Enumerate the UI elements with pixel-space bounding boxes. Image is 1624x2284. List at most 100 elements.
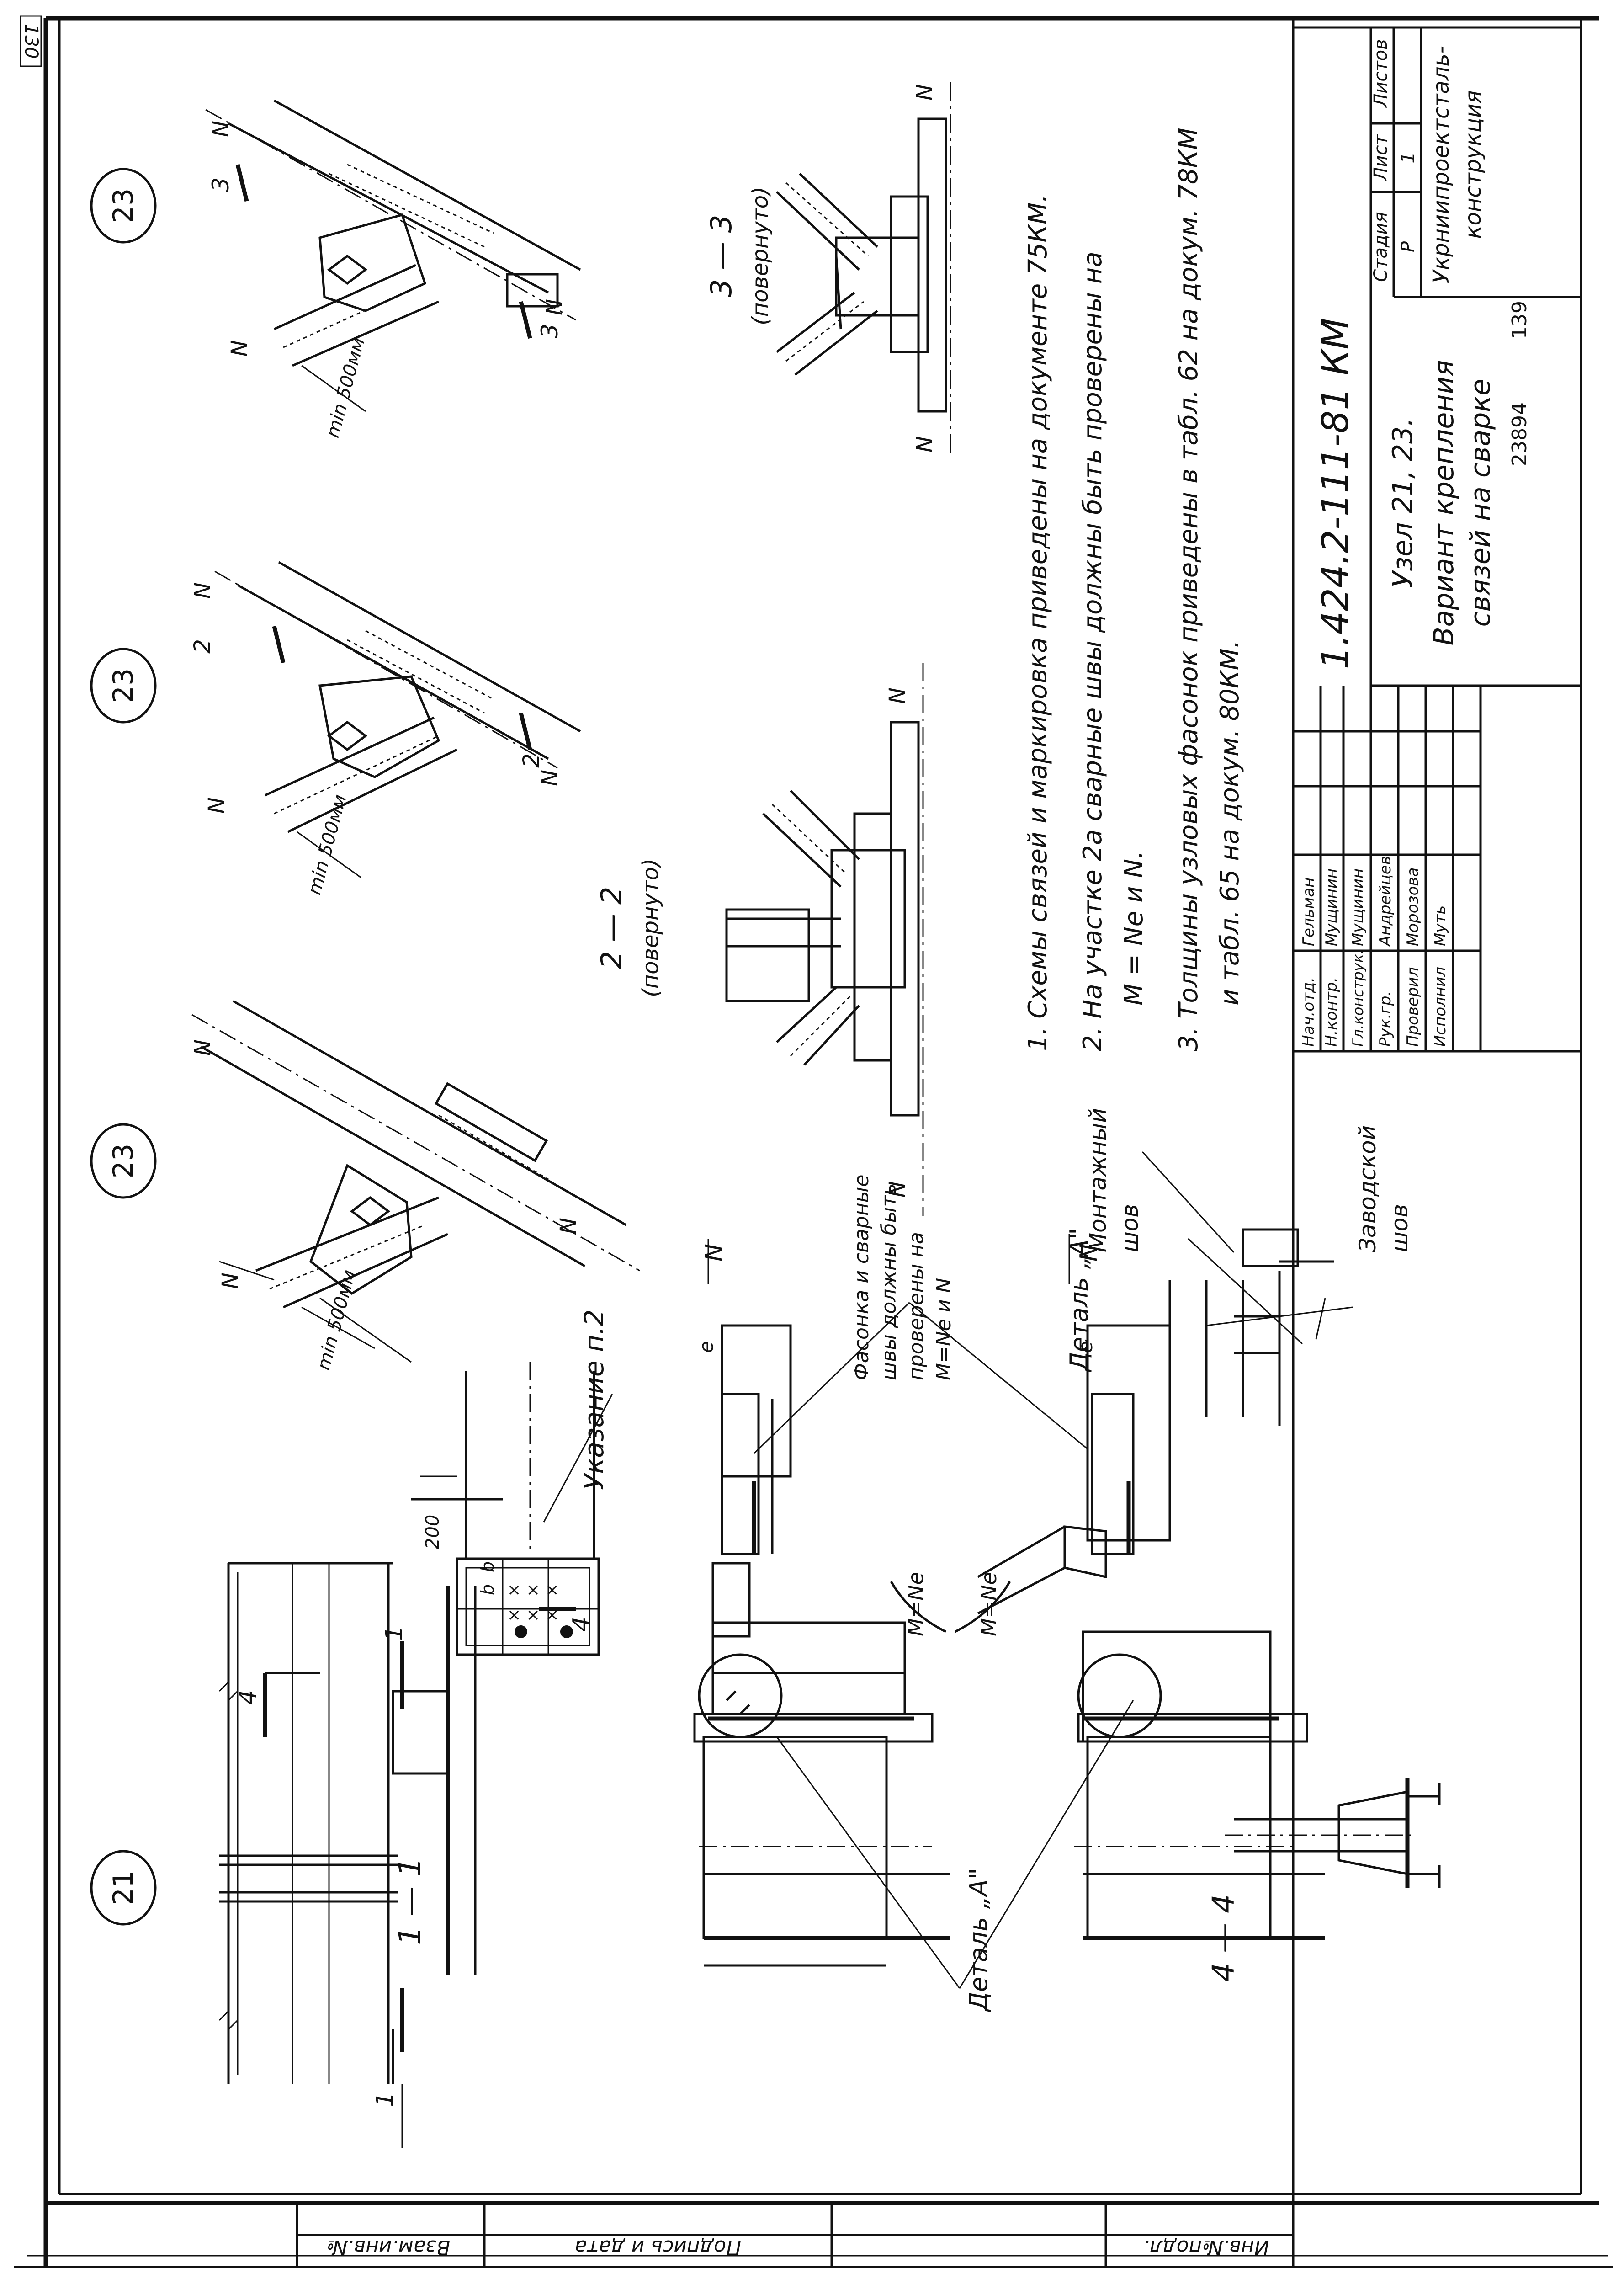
note-2: 2. На участке 2а сварные швы должны быть…: [1078, 251, 1108, 1051]
section-1-1-cut-right: 1: [381, 1626, 408, 1641]
n-view1-a: N: [190, 1039, 216, 1056]
n-label-detail-upper: N: [701, 1244, 728, 1262]
e-label-lower: е: [1074, 1341, 1097, 1353]
title-line-1: Узел 21, 23.: [1387, 418, 1419, 588]
cut-2-a: 2: [189, 639, 216, 654]
doc-code: 1.424.2-111-81 КМ: [1314, 318, 1357, 670]
stadiya-header: Стадия: [1370, 212, 1391, 282]
fasonka-note-3: проверены на: [905, 1232, 928, 1380]
callout-23-b: 23: [90, 648, 157, 724]
listov-header: Листов: [1370, 39, 1391, 108]
notes-block: 1. Схемы связей и маркировка приведены н…: [1023, 128, 1245, 1051]
section-4-4-drawing: [1225, 1778, 1441, 1888]
dim-200: 200: [422, 1515, 443, 1549]
montazh-1: Монтажный: [1085, 1108, 1111, 1252]
fasonka-note-2: швы должны быть: [877, 1183, 901, 1380]
ukazanie-label: Указание п.2: [578, 1310, 610, 1490]
svg-text:× × ×: × × ×: [507, 1581, 559, 1599]
section-3-3-sub: (повернуто): [748, 186, 773, 325]
cut-2-b: 2: [518, 753, 545, 768]
zavod-2: шов: [1386, 1204, 1413, 1252]
svg-text:130: 130: [21, 24, 42, 59]
org-line-2: конструкция: [1460, 91, 1486, 239]
n-view1-b: N: [218, 1272, 243, 1289]
e-label-upper: е: [695, 1341, 717, 1353]
detail-a-label-1: Деталь „А": [964, 1868, 993, 2012]
section-2-2-drawing: [725, 663, 924, 1216]
list-value: 1: [1398, 152, 1419, 163]
fasonka-note-1: Фасонка и сварные: [850, 1175, 873, 1380]
section-3-3-title: 3 — 3: [705, 215, 738, 297]
n-view2-c: N: [537, 770, 563, 786]
n-label-detail-lower: N: [1075, 1244, 1103, 1262]
node-23-view-1: [191, 1000, 640, 1363]
staff-role-0: Нач.отд.: [1300, 977, 1318, 1047]
stamp-podpis-data: Подпись и дата: [575, 2236, 741, 2259]
title-line-3: связей на сварке: [1465, 379, 1497, 627]
list-header: Лист: [1370, 134, 1391, 182]
staff-name-3: Андрейцев: [1376, 856, 1395, 947]
staff-name-2: Мущинин: [1349, 868, 1367, 946]
note-1: 1. Схемы связей и маркировка приведены н…: [1023, 194, 1053, 1051]
callout-21: 21: [90, 1850, 157, 1926]
n-view2-a: N: [190, 582, 216, 599]
n-33-b: N: [912, 436, 938, 453]
cut-3-a: 3: [207, 177, 234, 192]
staff-name-4: Морозова: [1404, 868, 1422, 946]
n-22-b: N: [885, 687, 910, 704]
page-number: 139: [1508, 301, 1531, 339]
n-22-a: N: [885, 1181, 910, 1198]
callout-23-a: 23: [90, 1123, 157, 1199]
staff-role-5: Исполнил: [1431, 967, 1449, 1047]
bottom-stamp-strip: Взам.инв.№ Подпись и дата Инв.№подл.: [296, 2202, 1295, 2268]
section-1-1-cut-left: 1: [372, 2092, 399, 2107]
node-23-view-2: [214, 561, 581, 878]
note-2-cont: M = Ne и N.: [1119, 851, 1149, 1006]
archive-number: 23894: [1508, 402, 1531, 466]
svg-text:23: 23: [107, 188, 139, 223]
section-2-2-sub: (повернуто): [638, 858, 663, 997]
staff-role-3: Рук.гр.: [1376, 991, 1395, 1047]
svg-text:21: 21: [107, 1870, 139, 1905]
n-view3-b: N: [227, 340, 252, 357]
callout-23-c: 23: [90, 168, 157, 244]
montazh-2: шов: [1117, 1204, 1143, 1252]
n-view3-c: N: [542, 299, 568, 315]
m-ne-lower: M=Ne: [977, 1572, 1001, 1636]
stamp-inv-podl: Инв.№подл.: [1143, 2236, 1269, 2259]
section-4-4-cut-b: 4: [568, 1617, 595, 1632]
min500-label-3: min 500мм: [322, 335, 369, 440]
staff-role-2: Гл.конструк.: [1349, 949, 1367, 1047]
staff-name-5: Муть: [1431, 905, 1449, 946]
min500-label-2: min 500мм: [304, 793, 351, 897]
section-1-1-title: 1 — 1: [393, 1858, 428, 1945]
staff-role-1: Н.контр.: [1322, 977, 1341, 1047]
cut-3-b: 3: [536, 324, 563, 338]
dim-b-1: b: [478, 1584, 498, 1595]
staff-name-1: Мущинин: [1322, 868, 1341, 946]
zavod-1: Заводской: [1354, 1125, 1381, 1252]
dim-b-2: b: [478, 1561, 498, 1572]
n-33-a: N: [912, 84, 938, 101]
n-view1-c: N: [556, 1218, 581, 1234]
section-3-3-drawing: [776, 82, 951, 457]
detail-a-cross: [1141, 1151, 1353, 1426]
note-3-cont: и табл. 65 на докум. 80КМ.: [1215, 640, 1245, 1006]
n-view2-b: N: [204, 797, 229, 814]
org-line-1: Укрниипроектсталь-: [1428, 46, 1454, 283]
n-view3-a: N: [208, 121, 234, 137]
stadiya-value: Р: [1398, 241, 1419, 252]
detail-a-drawing: [693, 1234, 1325, 1989]
sheet-corner-number: 130: [20, 15, 42, 67]
min500-label-1: min 500мм: [313, 1268, 360, 1373]
m-ne-upper: M=Ne: [903, 1572, 928, 1636]
section-2-2-title: 2 — 2: [595, 887, 628, 969]
note-3: 3. Толщины узловых фасонок приведены в т…: [1174, 128, 1204, 1051]
title-line-2: Вариант крепления: [1428, 360, 1460, 645]
detail-a-label-2: Деталь „А": [1065, 1228, 1093, 1372]
svg-text:23: 23: [107, 1144, 139, 1178]
stamp-vzam-inv: Взам.инв.№: [327, 2236, 451, 2259]
svg-text:23: 23: [107, 668, 139, 703]
